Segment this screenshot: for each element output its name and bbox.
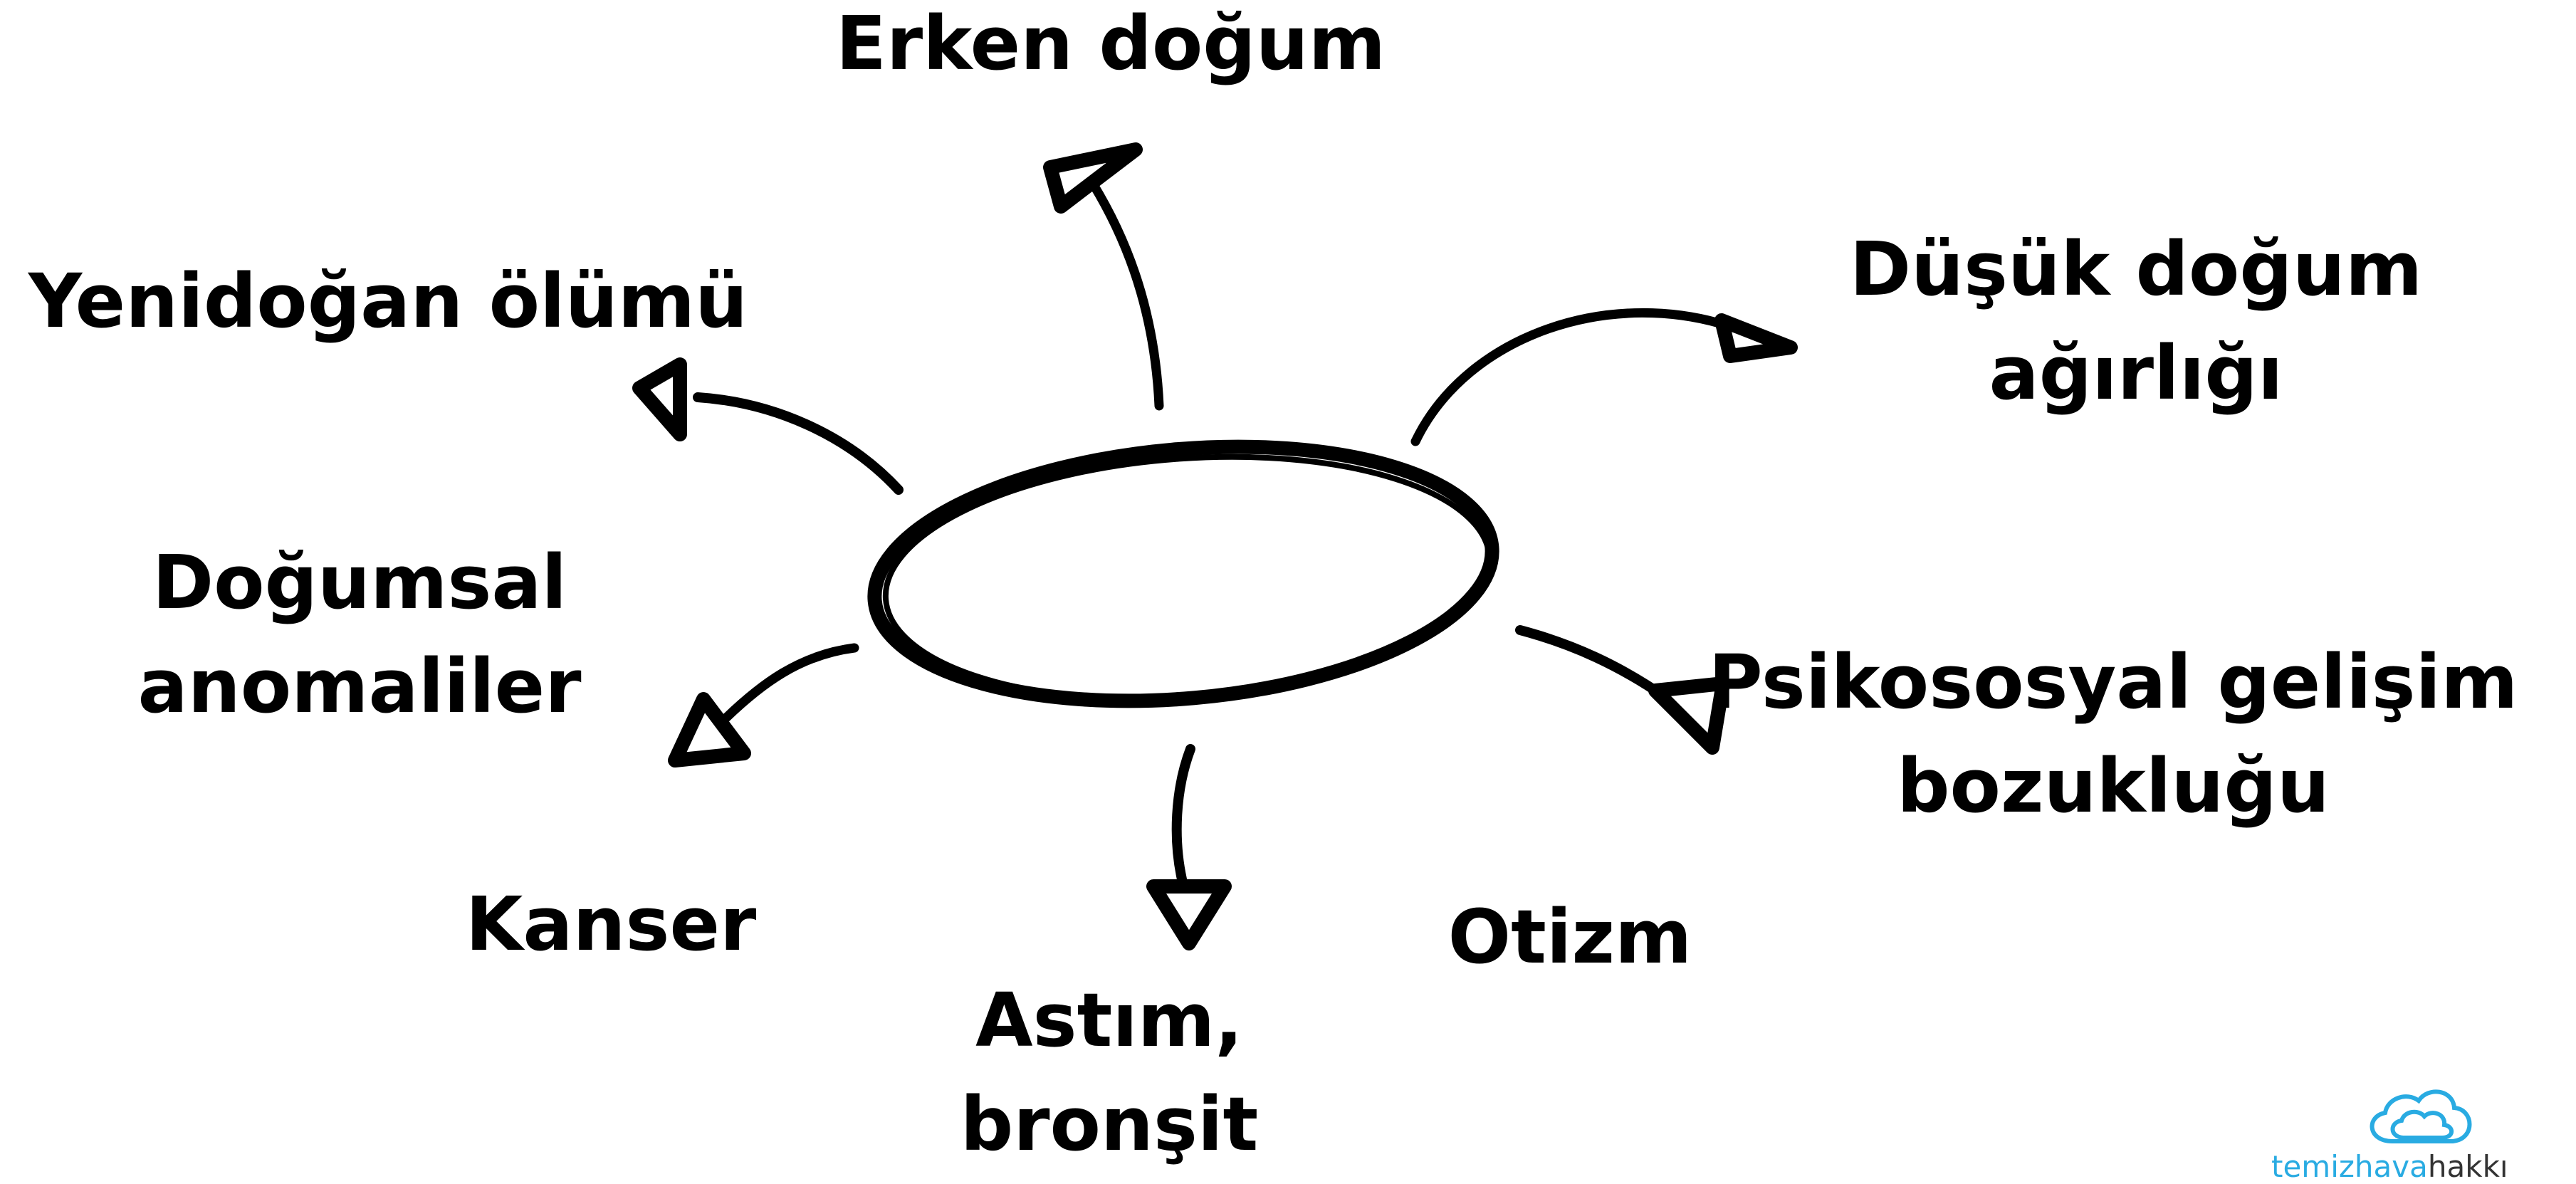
label-astim-line2: bronşit — [960, 1081, 1259, 1168]
arrow-dusuk-dogum-agirligi — [1410, 308, 1798, 446]
label-psikososyal-line1: Psikososyal gelişim — [1708, 639, 2518, 725]
logo-text-part2: hakkı — [2427, 1149, 2508, 1184]
label-yenidogan-olumu: Yenidoğan ölümü — [28, 249, 748, 353]
label-otizm: Otizm — [1448, 885, 1692, 989]
central-oval — [867, 439, 1499, 708]
arrow-erken-dogum — [1043, 142, 1164, 411]
label-dogumsal-line2: anomaliler — [137, 643, 582, 730]
temizhava-logo — [2370, 1089, 2472, 1143]
logo-wordmark: temizhavahakkı — [2271, 1152, 2508, 1182]
arrow-astim — [1146, 744, 1232, 950]
label-otizm-line: Otizm — [1447, 894, 1692, 980]
arrow-yenidogan-olumu — [632, 357, 904, 495]
label-psikososyal: Psikososyal gelişim bozukluğu — [1708, 630, 2518, 838]
label-dusuk-dogum-line1: Düşük doğum — [1849, 226, 2423, 313]
label-kanser: Kanser — [466, 872, 757, 976]
label-dogumsal-anomaliler: Doğumsal anomaliler — [138, 530, 582, 738]
label-erken-dogum-line: Erken doğum — [835, 0, 1386, 87]
arrow-dogumsal-anomaliler — [668, 643, 859, 767]
label-yenidogan-olumu-line: Yenidoğan ölümü — [28, 258, 748, 345]
label-dusuk-dogum-agirligi: Düşük doğum ağırlığı — [1850, 217, 2422, 425]
label-dogumsal-line1: Doğumsal — [152, 539, 567, 626]
cloud-icon — [2370, 1089, 2472, 1143]
logo-text-part1: temizhava — [2271, 1149, 2428, 1184]
label-psikososyal-line2: bozukluğu — [1897, 743, 2330, 829]
label-erken-dogum: Erken doğum — [836, 0, 1386, 95]
cloud-inner-icon — [2390, 1109, 2454, 1140]
label-kanser-line: Kanser — [465, 881, 757, 968]
central-oval-outline — [882, 454, 1493, 703]
label-astim-line1: Astım, — [975, 977, 1243, 1064]
label-astim-bronsit: Astım, bronşit — [960, 968, 1259, 1176]
arrow-psikososyal — [1515, 625, 1730, 755]
label-dusuk-dogum-line2: ağırlığı — [1989, 330, 2283, 417]
